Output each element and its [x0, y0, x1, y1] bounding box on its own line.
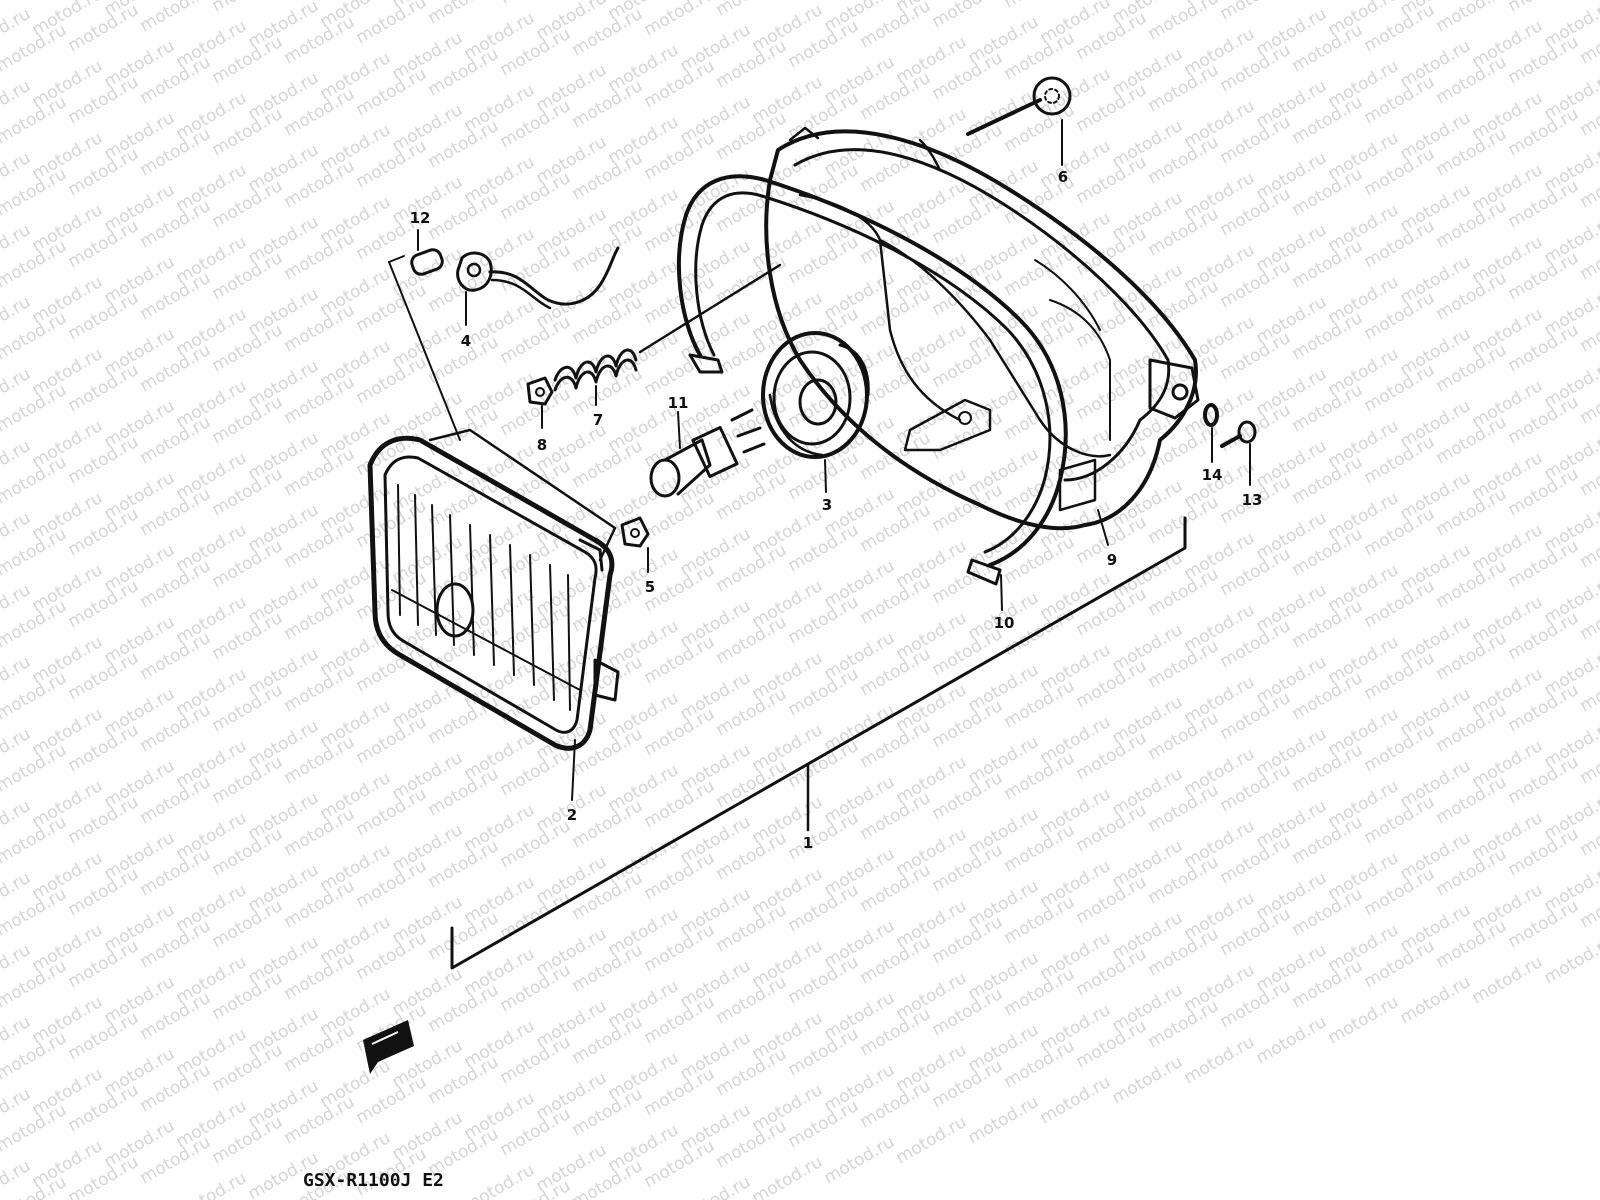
watermark-text: motod.ru	[1397, 972, 1475, 1028]
watermark-text: motod.ru	[497, 0, 575, 8]
watermark-text: motod.ru	[173, 1168, 251, 1200]
callout-1: 1	[803, 834, 813, 852]
watermark-text: motod.ru	[965, 1092, 1043, 1148]
watermark-text: motod.ru	[821, 1132, 899, 1188]
watermark-text: motod.ru	[893, 1112, 971, 1168]
callout-11: 11	[668, 394, 689, 412]
watermark-text: motod.ru	[209, 0, 287, 16]
callout-4: 4	[461, 332, 471, 350]
watermark-text: motod.ru	[1253, 1012, 1331, 1068]
watermark-text: motod.ru	[1469, 952, 1547, 1008]
adjusting-spring	[553, 263, 782, 392]
callout-13: 13	[1242, 491, 1263, 509]
headlight-rim	[677, 174, 1068, 586]
watermark-text: motod.ru	[1109, 1052, 1187, 1108]
watermark-text: motod.ru	[677, 1172, 755, 1200]
watermark-text: motod.ru	[1037, 1072, 1115, 1128]
watermark-text: motod.ru	[1217, 0, 1295, 24]
headlight-assembly-drawing	[363, 76, 1257, 1074]
callout-6: 6	[1058, 168, 1068, 186]
callout-3: 3	[822, 496, 832, 514]
watermark-text: motod.ru	[137, 0, 215, 36]
callout-12: 12	[410, 209, 431, 227]
halogen-bulb	[649, 408, 766, 498]
watermark-text: motod.ru	[1325, 992, 1403, 1048]
model-caption: GSX-R1100J E2	[303, 1170, 444, 1191]
assembly-bracket-line	[450, 516, 1187, 970]
watermark-text: motod.ru	[425, 0, 503, 28]
callout-7: 7	[593, 411, 603, 429]
watermark-text: motod.ru	[1541, 932, 1600, 988]
callout-labels: 12 4 8 7 11 3 5 2 1 10 9 6 14 13	[410, 168, 1263, 852]
watermark-text: motod.ru	[641, 0, 719, 40]
headlight-lens-unit	[367, 428, 620, 751]
callout-2: 2	[567, 806, 577, 824]
watermark-text: motod.ru	[0, 0, 70, 4]
adjusting-screw	[966, 76, 1072, 136]
leader-lines	[388, 119, 1251, 801]
watermark-text: motod.ru	[1181, 1032, 1259, 1088]
watermark-text: motod.ru	[1145, 0, 1223, 44]
front-arrow-icon	[363, 1020, 414, 1074]
watermark-text: motod.ru	[1433, 0, 1511, 36]
callout-10: 10	[994, 614, 1015, 632]
watermark-text: motod.ru	[713, 0, 791, 20]
watermark-text: motod.ru	[749, 1152, 827, 1200]
callout-5: 5	[645, 578, 655, 596]
callout-8: 8	[537, 436, 547, 454]
callout-9: 9	[1107, 551, 1117, 569]
nut-5	[620, 516, 650, 548]
washer	[1203, 403, 1219, 427]
position-bulb	[410, 248, 444, 276]
watermark-text: motod.ru	[929, 0, 1007, 32]
mount-bolt	[1220, 420, 1257, 448]
bulb-socket	[761, 331, 870, 459]
nut-8	[526, 376, 554, 406]
watermark-text: motod.ru	[461, 1160, 539, 1200]
watermark-text: motod.ru	[1505, 0, 1583, 16]
watermark-text: motod.ru	[1001, 0, 1079, 12]
callout-14: 14	[1202, 466, 1223, 484]
position-lamp-wire	[456, 246, 620, 310]
watermark-text: motod.ru	[1289, 0, 1367, 4]
